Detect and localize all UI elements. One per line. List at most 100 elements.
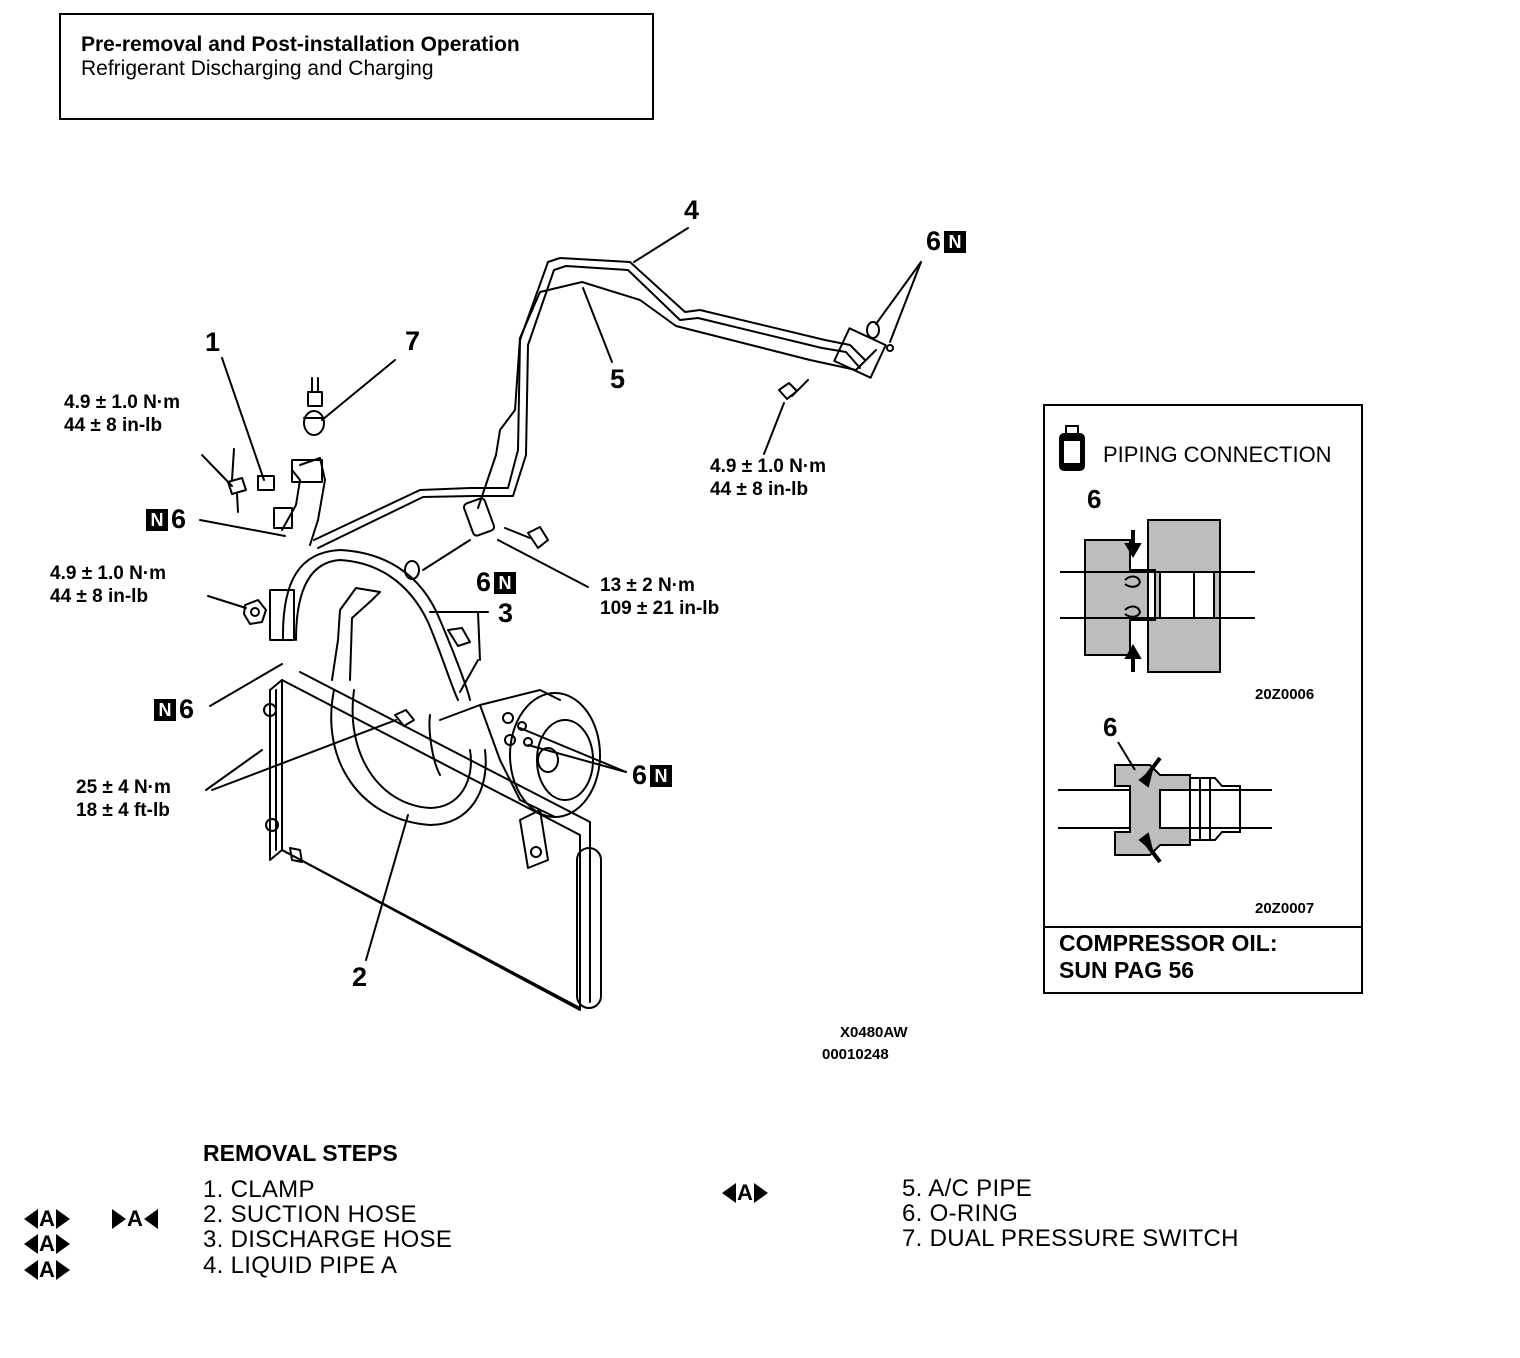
- torque-nm: 4.9 ± 1.0 N·m: [64, 392, 181, 413]
- inset-title: PIPING CONNECTION: [1103, 442, 1332, 467]
- torque-inlb: 44 ± 8 in-lb: [710, 479, 809, 500]
- torque-spec-mid-left: 4.9 ± 1.0 N·m 44 ± 8 in-lb: [50, 562, 166, 608]
- callout-6-number: 6: [632, 760, 648, 790]
- triangle-left-icon: [24, 1209, 38, 1229]
- removal-step-2: 2. SUCTION HOSE: [203, 1201, 417, 1228]
- triangle-left-icon: [24, 1260, 38, 1280]
- discharge-hose-3: [330, 587, 487, 826]
- callout-6-new-center: 6 N: [476, 567, 517, 598]
- figure-code-2: 00010248: [822, 1046, 889, 1063]
- torque-nm: 13 ± 2 N·m: [600, 575, 695, 596]
- torque-inlb: 109 ± 21 in-lb: [600, 598, 720, 619]
- new-part-marker: N: [154, 698, 176, 721]
- triangle-right-icon: [55, 1260, 70, 1280]
- callout-4: 4: [684, 195, 700, 225]
- torque-spec-upper-left: 4.9 ± 1.0 N·m 44 ± 8 in-lb: [64, 391, 180, 437]
- leader-lines: [199, 227, 922, 961]
- inset-divider: [1045, 926, 1361, 928]
- o-ring-6-top-b: [886, 344, 894, 352]
- pipe-end-fitting: [833, 327, 887, 379]
- procedure-header: Pre-removal and Post-installation Operat…: [59, 13, 654, 120]
- procedure-title: Pre-removal and Post-installation Operat…: [81, 33, 520, 56]
- new-part-marker: N: [650, 764, 673, 787]
- removal-marker-a-step2: A: [24, 1206, 70, 1232]
- triangle-left-icon: [24, 1234, 38, 1254]
- receiver-drier: [576, 847, 602, 1009]
- connection-drawing-b: [1058, 741, 1272, 864]
- inset-code-b: 20Z0007: [1255, 900, 1315, 917]
- callout-6-number: 6: [476, 567, 492, 597]
- triangle-right-icon: [753, 1183, 768, 1203]
- condenser: [263, 671, 602, 1011]
- torque-spec-center: 13 ± 2 N·m 109 ± 21 in-lb: [600, 574, 719, 620]
- callout-6-new-compressor: 6 N: [632, 760, 673, 791]
- removal-step-4: 4. LIQUID PIPE A: [203, 1252, 398, 1279]
- triangle-right-icon: [55, 1209, 70, 1229]
- suction-hose-end: [269, 589, 295, 641]
- new-part-marker: N: [494, 571, 517, 594]
- compressor: [394, 627, 601, 818]
- inset-callout-6-a: 6: [1087, 484, 1102, 514]
- o-ring-6-top-a: [866, 321, 880, 339]
- torque-ftlb: 18 ± 4 ft-lb: [76, 800, 170, 821]
- figure-code-1: X0480AW: [840, 1024, 908, 1041]
- removal-marker-a-step3: A: [24, 1231, 70, 1257]
- clamp-1: [257, 475, 275, 491]
- bolt-left-top: [227, 477, 247, 513]
- torque-inlb: 44 ± 8 in-lb: [50, 586, 149, 607]
- bolt-upper-right: [778, 379, 809, 400]
- new-part-marker: N: [944, 230, 967, 253]
- removal-step-1: 1. CLAMP: [203, 1176, 315, 1203]
- bolt-13nm: [527, 526, 549, 549]
- switch-line: [281, 469, 301, 531]
- liquid-pipe-a: [313, 257, 866, 549]
- callout-2: 2: [352, 962, 368, 992]
- piping-connection-inset: PIPING CONNECTION 6 20Z0006 6 20Z0007 CO…: [1043, 404, 1363, 994]
- callout-1: 1: [205, 327, 221, 357]
- installation-marker-a-step2: A: [112, 1206, 158, 1232]
- procedure-subtitle: Refrigerant Discharging and Charging: [81, 57, 434, 80]
- oil-line-2: SUN PAG 56: [1059, 957, 1195, 983]
- ac-pipe: [477, 281, 877, 509]
- marker-letter: A: [39, 1206, 55, 1231]
- removal-marker-a-step5: A: [722, 1180, 768, 1206]
- pipe-junction-block: [462, 497, 496, 537]
- triangle-left-icon: [143, 1209, 158, 1229]
- callout-5: 5: [610, 364, 626, 394]
- dual-pressure-switch-7: [303, 377, 325, 436]
- oil-line-1: COMPRESSOR OIL:: [1059, 930, 1278, 956]
- inset-code-a: 20Z0006: [1255, 686, 1315, 703]
- nut-left-mid: [243, 599, 267, 625]
- callout-6-new-left-bottom: N 6: [154, 694, 194, 725]
- piping-connection-drawings: [1058, 425, 1272, 864]
- callout-6-number: 6: [171, 504, 187, 534]
- triangle-right-icon: [112, 1209, 126, 1229]
- callout-3: 3: [498, 598, 514, 628]
- inset-callout-6-b: 6: [1103, 712, 1118, 742]
- torque-spec-lower-left: 25 ± 4 N·m 18 ± 4 ft-lb: [76, 776, 171, 822]
- marker-letter: A: [737, 1180, 753, 1205]
- torque-spec-upper-right: 4.9 ± 1.0 N·m 44 ± 8 in-lb: [710, 455, 826, 501]
- callout-6-new-top-right: 6 N: [926, 226, 967, 257]
- marker-letter: A: [39, 1257, 55, 1282]
- removal-step-5: 5. A/C PIPE: [902, 1175, 1033, 1202]
- marker-letter: A: [127, 1206, 143, 1231]
- marker-letter: A: [39, 1231, 55, 1256]
- o-ring-6-mid: [404, 560, 420, 580]
- callout-7: 7: [405, 326, 421, 356]
- compressor-oil-note: COMPRESSOR OIL: SUN PAG 56: [1059, 930, 1278, 984]
- callout-6-number: 6: [926, 226, 942, 256]
- torque-inlb: 44 ± 8 in-lb: [64, 415, 163, 436]
- torque-nm: 25 ± 4 N·m: [76, 777, 171, 798]
- removal-marker-a-step4: A: [24, 1257, 70, 1283]
- torque-nm: 4.9 ± 1.0 N·m: [50, 563, 167, 584]
- callout-6-new-left-top: N 6: [146, 504, 186, 535]
- suction-hose-2: [269, 549, 471, 701]
- new-part-marker: N: [146, 508, 168, 531]
- oil-bottle-icon: [1059, 425, 1085, 471]
- removal-steps-heading: REMOVAL STEPS: [203, 1140, 398, 1166]
- removal-step-6: 6. O-RING: [902, 1200, 1019, 1227]
- triangle-right-icon: [55, 1234, 70, 1254]
- triangle-left-icon: [722, 1183, 736, 1203]
